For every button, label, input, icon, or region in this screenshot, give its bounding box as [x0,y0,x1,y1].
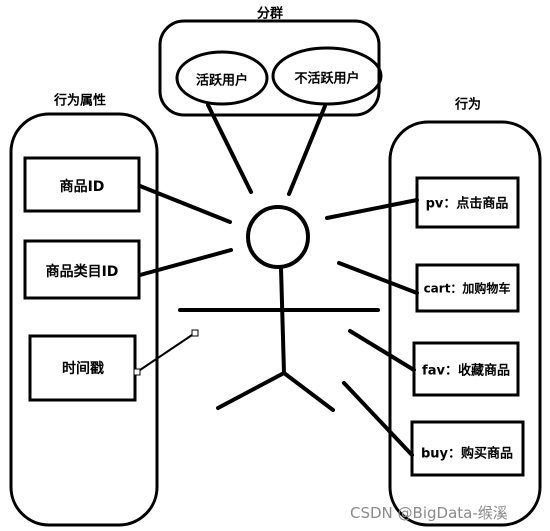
timestamp-label: 时间戳 [62,361,104,377]
connectors [136,103,419,457]
connector-category-id [138,248,233,277]
figure-right-leg [282,371,335,412]
connector-cart [337,261,419,295]
connector-fav [348,329,416,372]
inactive-users-node [271,46,383,106]
attribute-box-category-id [23,239,141,300]
behaviors-container [388,120,542,527]
behaviors-title: 行为 [454,97,482,113]
behavior-box-pv [415,176,520,229]
category-id-label: 商品类目ID [45,264,119,280]
connector-active-users [206,103,253,194]
user-stick-figure [178,205,380,412]
connector-timestamp [136,332,196,373]
figure-left-leg [216,371,286,410]
behavior-box-buy [410,420,525,477]
attributes-title: 行为属性 [53,93,107,109]
segmentation-title: 分群 [256,6,284,22]
behavior-box-cart [415,263,520,313]
connector-inactive-users [287,104,327,196]
buy-label: buy：购买商品 [420,446,514,462]
active-users-node [175,50,269,106]
inactive-users-label: 不活跃用户 [294,71,360,87]
figure-body [279,266,286,375]
selection-handle-start[interactable] [133,368,141,376]
connector-pv [325,198,419,220]
connector-buy [342,381,414,457]
cart-label: cart：加购物车 [423,281,511,296]
attributes-container [9,112,159,527]
fav-label: fav：收藏商品 [422,363,510,379]
connector-product-id [138,184,232,224]
product-id-label: 商品ID [59,179,105,195]
pv-label: pv：点击商品 [425,196,509,212]
attribute-box-timestamp [28,334,137,402]
active-users-label: 活跃用户 [195,73,249,89]
watermark: CSDN @BigData-缑溪 [350,504,508,522]
figure-head [246,205,310,269]
selection-handle-end[interactable] [191,329,199,337]
